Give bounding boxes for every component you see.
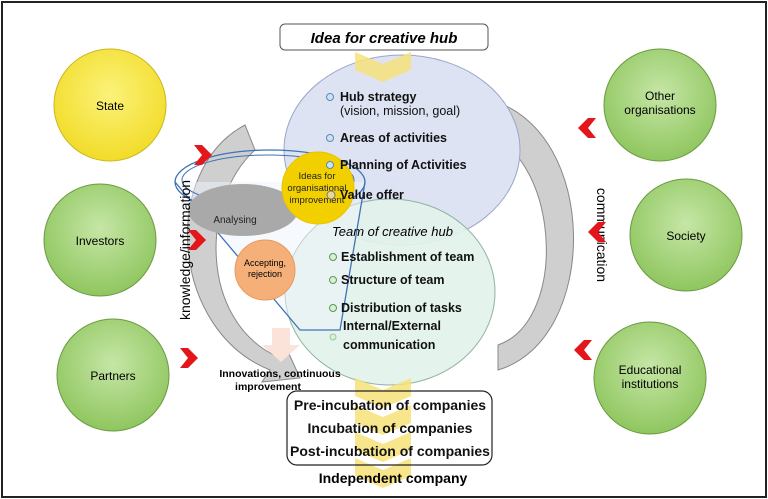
incubation-stage: Pre-incubation of companies <box>294 397 486 413</box>
actor-investors <box>43 183 157 297</box>
team-item: Establishment of team <box>341 250 474 264</box>
actor-partners <box>56 318 170 432</box>
actor-label: Partners <box>90 369 135 383</box>
strategy-item: Planning of Activities <box>340 158 467 172</box>
title: Idea for creative hub <box>311 30 458 47</box>
actor-state <box>53 48 167 162</box>
team-item: Distribution of tasks <box>341 301 462 315</box>
actor-label: Investors <box>76 234 125 248</box>
incubation-box <box>286 390 493 466</box>
team-title: Team of creative hub <box>332 224 453 239</box>
actor-other-organisations <box>603 48 717 162</box>
innovations-label: Innovations, continuous <box>219 368 340 380</box>
red-chevron-icons <box>180 118 606 368</box>
actor-label: Educational <box>619 363 682 377</box>
team-item: Structure of team <box>341 273 445 287</box>
title-box <box>279 23 489 51</box>
strategy-item: Hub strategy <box>340 90 416 104</box>
team-item: communication <box>343 338 435 352</box>
accepting-circle <box>234 239 296 301</box>
innovations-label: improvement <box>235 381 301 393</box>
incubation-stage: Post-incubation of companies <box>290 443 490 459</box>
actor-label: organisations <box>624 103 695 117</box>
strategy-item: Areas of activities <box>340 131 447 145</box>
actor-label: Society <box>666 229 705 243</box>
ideas-label: organisational <box>287 183 346 194</box>
outcome-label: Independent company <box>319 470 468 486</box>
analysing-label: Analysing <box>213 215 256 226</box>
ideas-label: improvement <box>290 195 345 206</box>
accepting-label: Accepting, <box>244 258 286 268</box>
actor-label: State <box>96 99 124 113</box>
strategy-list: Hub strategy (vision, mission, goal) Are… <box>326 90 467 202</box>
down-arrow-icon <box>262 328 300 362</box>
ideas-label: Ideas for <box>299 171 336 182</box>
team-item: Internal/External <box>343 319 441 333</box>
strategy-item: (vision, mission, goal) <box>340 104 460 118</box>
knowledge-label: knowledge/information <box>177 180 193 320</box>
ideas-circle <box>281 151 355 225</box>
actor-society <box>629 178 743 292</box>
actor-educational-institutions <box>593 321 707 435</box>
strategy-item: Value offer <box>340 188 404 202</box>
actor-label: institutions <box>622 377 679 391</box>
accepting-label: rejection <box>248 269 282 279</box>
communication-arrow <box>454 99 574 371</box>
communication-label: communication <box>594 188 610 282</box>
incubation-stage: Incubation of companies <box>308 420 473 436</box>
analysing-shape <box>188 184 298 236</box>
actor-label: Other <box>645 89 675 103</box>
